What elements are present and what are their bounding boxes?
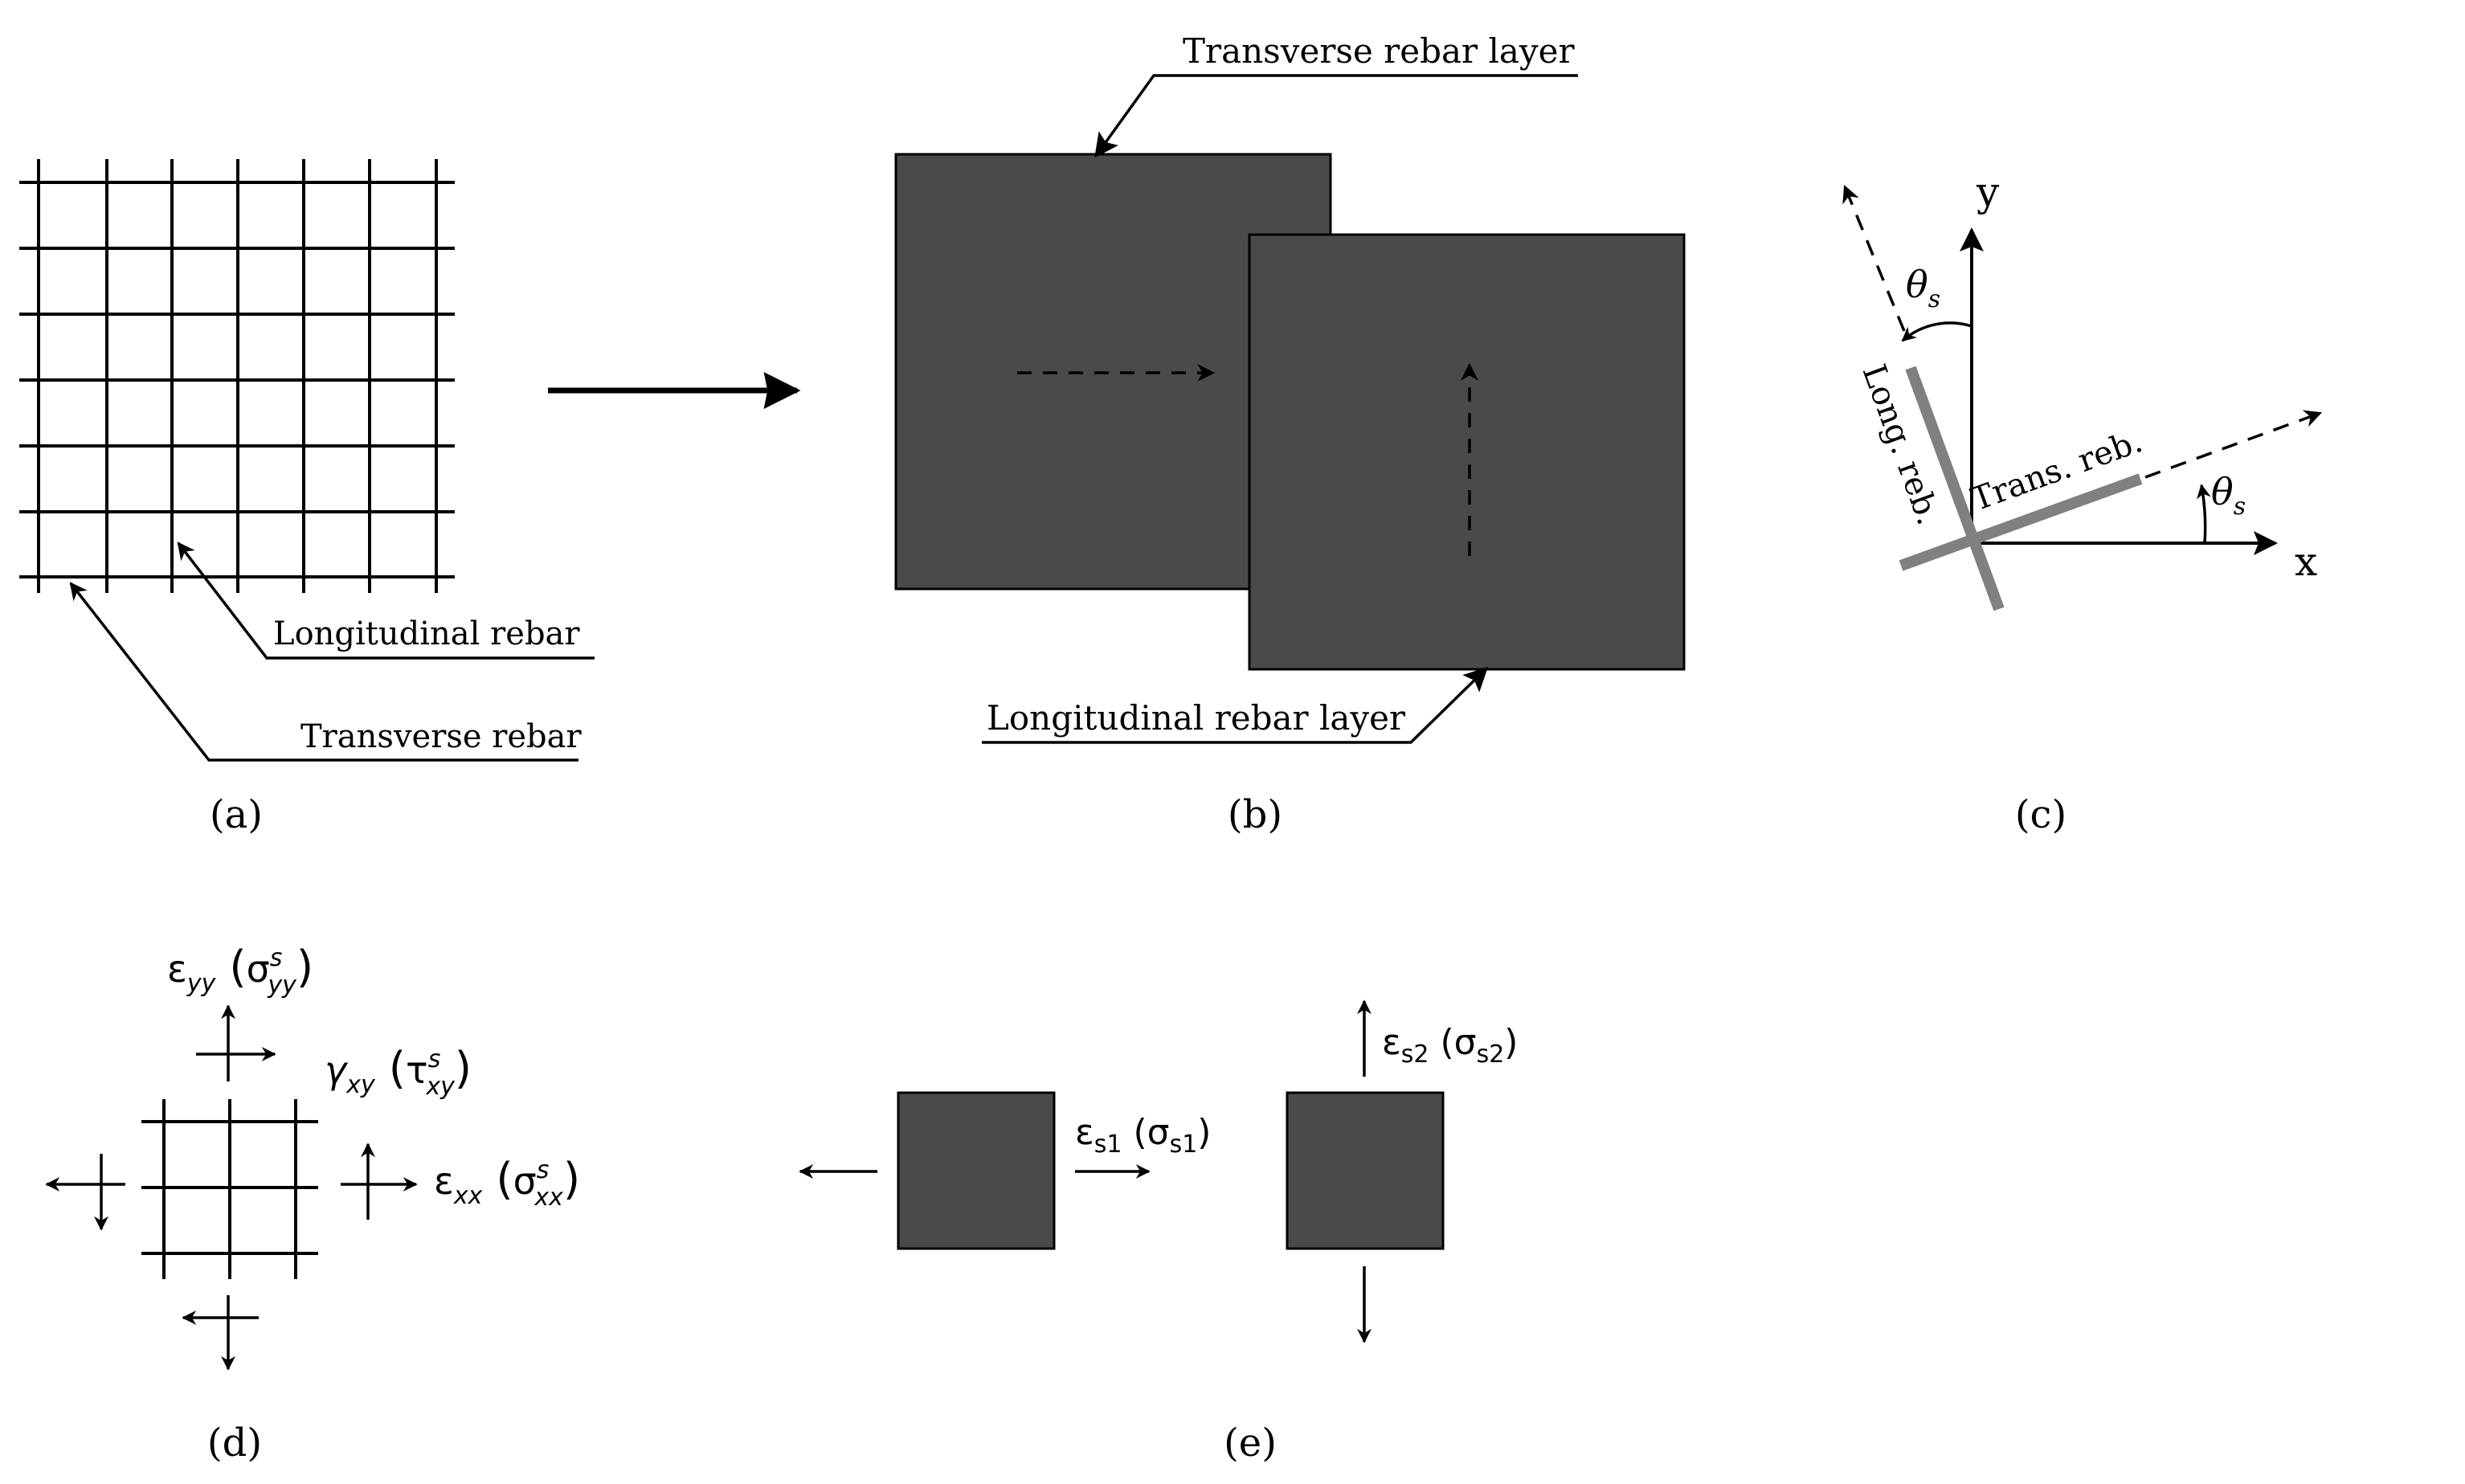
rotated-transverse-axis (2144, 410, 2323, 479)
x-axis-label: x (2295, 538, 2317, 585)
longitudinal-rebar-leader (177, 542, 595, 660)
left-stress-cross (45, 1154, 125, 1231)
longitudinal-rebar-layer (1248, 233, 1686, 671)
theta-label-x: θs (2211, 470, 2246, 521)
eps-s1-label: εs1 (σs1) (1075, 1112, 1211, 1159)
longitudinal-rebar-label: Longitudinal rebar (273, 615, 580, 652)
transverse-rebar-label: Transverse rebar (300, 718, 582, 755)
transverse-layer-label: Transverse rebar layer (1183, 31, 1575, 71)
panel-c: x y θs θs Long. reb. Trans. reb. (c) (1842, 169, 2323, 837)
longitudinal-rebar-bar (1905, 366, 2005, 611)
caption-a: (a) (210, 792, 263, 837)
transverse-rebar-bar (1899, 473, 2143, 571)
longitudinal-element (1286, 1091, 1445, 1250)
caption-e: (e) (1224, 1421, 1277, 1466)
transverse-element (897, 1091, 1056, 1250)
theta-label-y: θs (1906, 263, 1940, 313)
element-grid (141, 1099, 318, 1279)
longitudinal-layer-leader (982, 666, 1489, 744)
longitudinal-layer-label: Longitudinal rebar layer (987, 698, 1406, 738)
transverse-rebar-leader (69, 582, 578, 762)
right-stress-cross (341, 1143, 418, 1220)
rebar-grid (19, 159, 455, 593)
top-stress-cross (196, 1004, 276, 1081)
caption-c: (c) (2015, 792, 2066, 837)
panel-e: εs1 (σs1) εs2 (σs2) (e) (799, 1000, 1518, 1466)
theta-arc-x (2197, 484, 2211, 544)
y-axis-label: y (1976, 169, 2000, 215)
bottom-stress-cross (182, 1295, 259, 1371)
panel-a: Longitudinal rebar Transverse rebar (a) (19, 159, 595, 837)
eps-s2-label: εs2 (σs2) (1382, 1022, 1518, 1069)
panel-b: Transverse rebar layer Longitudinal reba… (894, 31, 1686, 837)
caption-b: (b) (1228, 792, 1282, 837)
theta-arc-y (1901, 321, 1972, 342)
transverse-layer-leader (1094, 74, 1578, 158)
rotated-longitudinal-axis (1842, 184, 1906, 332)
caption-d: (d) (207, 1421, 262, 1466)
